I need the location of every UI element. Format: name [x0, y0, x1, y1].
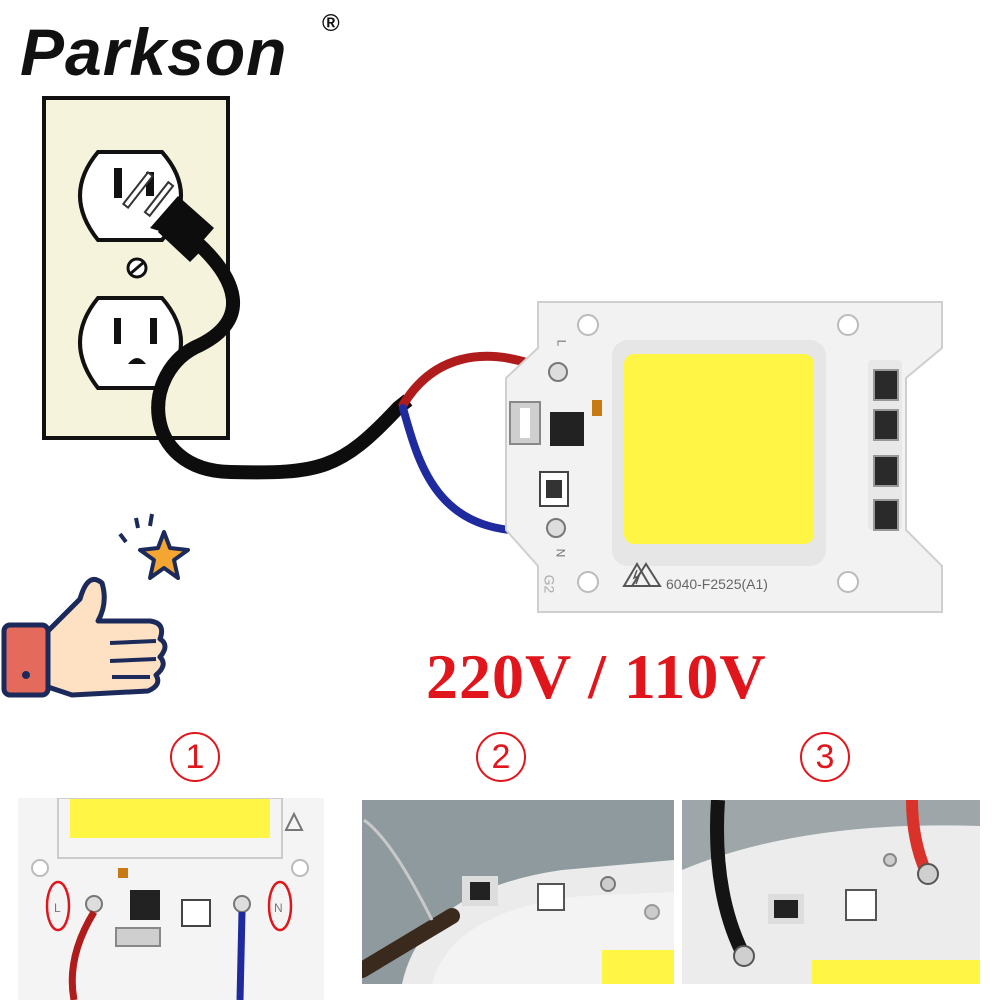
svg-text:N: N — [274, 901, 283, 915]
star-icon — [118, 513, 190, 580]
registered-mark: ® — [322, 10, 340, 37]
brand-logo: Parkson — [20, 15, 288, 89]
terminal-neutral-label: N — [553, 548, 568, 558]
step-1-photo: L N — [18, 798, 324, 1000]
thumbs-up-icon — [1, 577, 168, 698]
board-marking: G2 — [541, 574, 558, 594]
voltage-label: 220V / 110V — [426, 641, 767, 712]
step-number-1: 1 — [170, 732, 220, 782]
step-number-2: 2 — [476, 732, 526, 782]
step-3-photo — [682, 800, 980, 984]
step-2-photo — [362, 800, 674, 984]
svg-text:L: L — [54, 901, 61, 915]
step-number-3: 3 — [800, 732, 850, 782]
terminal-live-label: L — [554, 339, 569, 347]
model-code: 6040-F2525(A1) — [666, 576, 768, 592]
warning-icon — [622, 562, 652, 587]
